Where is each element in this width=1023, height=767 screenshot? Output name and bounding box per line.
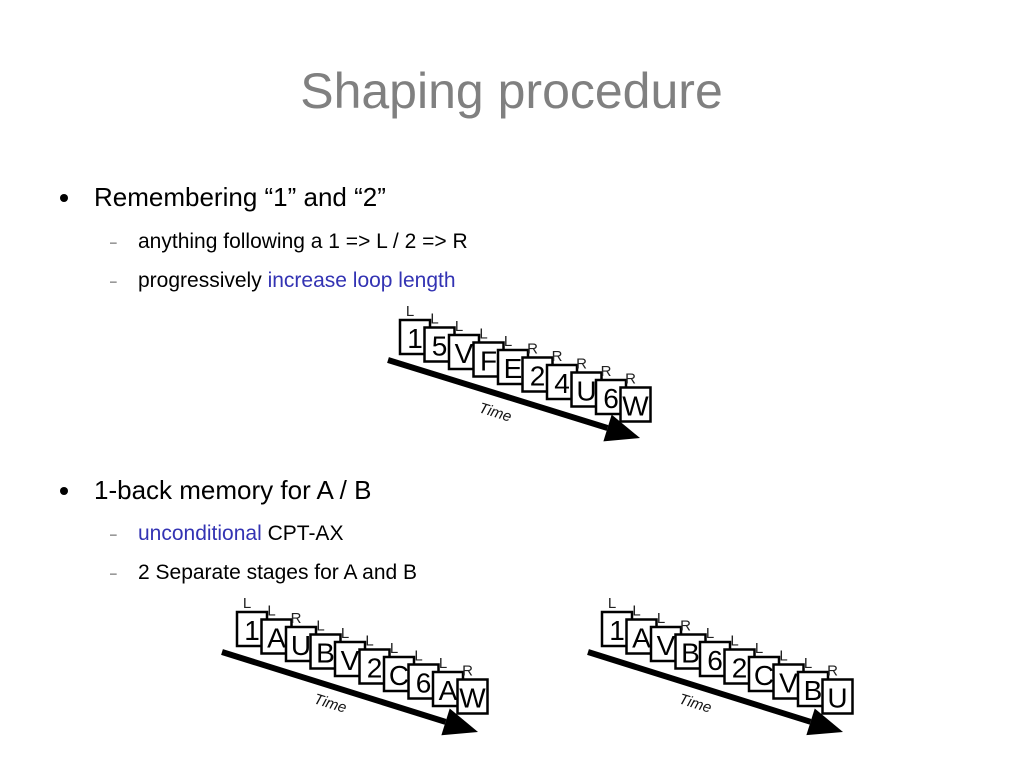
bullet-1-sub-1: – anything following a 1 => L / 2 => R — [110, 230, 468, 254]
response-label: L — [406, 303, 414, 320]
response-label: R — [552, 348, 563, 365]
dash-icon: – — [110, 235, 117, 249]
response-label: L — [390, 640, 398, 657]
bullet-2-sub-1-highlight: unconditional — [138, 522, 262, 545]
stimulus-letter: C — [754, 660, 774, 691]
stimulus-card — [456, 678, 489, 715]
stimulus-letter: W — [459, 683, 486, 714]
stimulus-letter: 2 — [530, 361, 546, 392]
bullet-2-text: 1-back memory for A / B — [94, 475, 372, 505]
response-label: L — [439, 655, 447, 672]
stimulus-letter: U — [576, 376, 596, 407]
stimulus-letter: E — [504, 353, 523, 384]
stimulus-letter: B — [316, 638, 335, 669]
bullet-2-sub-1-post: CPT-AX — [261, 522, 344, 545]
bullet-2-sub-1: – unconditional CPT-AX — [110, 522, 343, 546]
bullet-dot-icon — [60, 193, 68, 202]
stimulus-letter: V — [341, 645, 360, 676]
stimulus-letter: 2 — [732, 653, 748, 684]
response-label: L — [341, 625, 349, 642]
response-label: R — [576, 356, 587, 373]
stimulus-letter: V — [779, 668, 798, 699]
response-label: L — [243, 595, 251, 612]
time-arrow-line — [221, 649, 447, 725]
response-label: L — [804, 655, 812, 672]
bullet-1-sub-1-text: anything following a 1 => L / 2 => R — [138, 230, 468, 253]
stimulus-letter: B — [681, 638, 700, 669]
bullet-1-sub-2-highlight: increase loop length — [267, 269, 456, 292]
bullet-1: Remembering “1” and “2” — [60, 182, 386, 213]
response-label: L — [779, 648, 787, 665]
response-label: L — [414, 648, 422, 665]
time-label: Time — [477, 400, 514, 426]
stimulus-letter: W — [622, 391, 649, 422]
response-label: R — [601, 363, 612, 380]
stimulus-letter: A — [632, 623, 651, 654]
stimulus-letter: 1 — [609, 615, 625, 646]
stimulus-letter: V — [657, 630, 676, 661]
time-arrow-head-icon — [603, 414, 640, 442]
response-label: L — [504, 333, 512, 350]
stimulus-letter: U — [291, 630, 311, 661]
response-label: L — [479, 326, 487, 343]
stimulus-letter: 6 — [416, 668, 432, 699]
response-label: R — [291, 610, 302, 627]
stimulus-letter: 2 — [367, 653, 383, 684]
stimulus-letter: 1 — [244, 615, 260, 646]
bullet-2-sub-2: – 2 Separate stages for A and B — [110, 561, 417, 585]
stimulus-letter: A — [439, 675, 458, 706]
bullet-1-text: Remembering “1” and “2” — [94, 182, 386, 212]
stimulus-card — [821, 678, 854, 715]
response-label: L — [316, 618, 324, 635]
response-label: L — [455, 318, 463, 335]
response-label: R — [527, 341, 538, 358]
stimulus-letter: A — [267, 623, 286, 654]
time-arrow-head-icon — [806, 708, 843, 736]
dash-icon: – — [110, 566, 117, 580]
stimulus-letter: 5 — [432, 331, 448, 362]
bullet-1-sub-2: – progressively increase loop length — [110, 269, 456, 293]
slide-title: Shaping procedure — [300, 63, 723, 119]
time-arrow-line — [587, 649, 812, 725]
stimulus-letter: 1 — [407, 323, 423, 354]
response-label: R — [462, 663, 473, 680]
response-label: R — [680, 618, 691, 635]
stimulus-letter: 6 — [707, 645, 723, 676]
stimulus-letter: B — [804, 675, 823, 706]
response-label: L — [632, 603, 640, 620]
dash-icon: – — [110, 527, 117, 541]
stimulus-letter: U — [827, 683, 847, 714]
time-label: Time — [677, 691, 714, 717]
dash-icon: – — [110, 274, 117, 288]
bullet-dot-icon — [60, 486, 68, 495]
time-label: Time — [312, 691, 349, 717]
response-label: L — [657, 610, 665, 627]
bullet-2-sub-2-text: 2 Separate stages for A and B — [138, 561, 418, 584]
bullet-2: 1-back memory for A / B — [60, 475, 371, 506]
response-label: R — [827, 663, 838, 680]
stimulus-letter: C — [389, 660, 409, 691]
bullet-1-sub-2-pre: progressively — [138, 269, 268, 292]
stimulus-card — [619, 386, 652, 423]
stimulus-letter: F — [480, 346, 497, 377]
response-label: R — [625, 371, 636, 388]
response-label: L — [430, 311, 438, 328]
response-label: L — [730, 633, 738, 650]
stimulus-letter: 4 — [554, 368, 570, 399]
stimulus-letter: V — [455, 338, 474, 369]
response-label: L — [608, 595, 616, 612]
time-arrow-head-icon — [441, 708, 478, 736]
stimulus-letter: 6 — [603, 383, 619, 414]
response-label: L — [755, 640, 763, 657]
response-label: L — [365, 633, 373, 650]
response-label: L — [267, 603, 275, 620]
response-label: L — [706, 625, 714, 642]
time-arrow-line — [387, 357, 609, 431]
